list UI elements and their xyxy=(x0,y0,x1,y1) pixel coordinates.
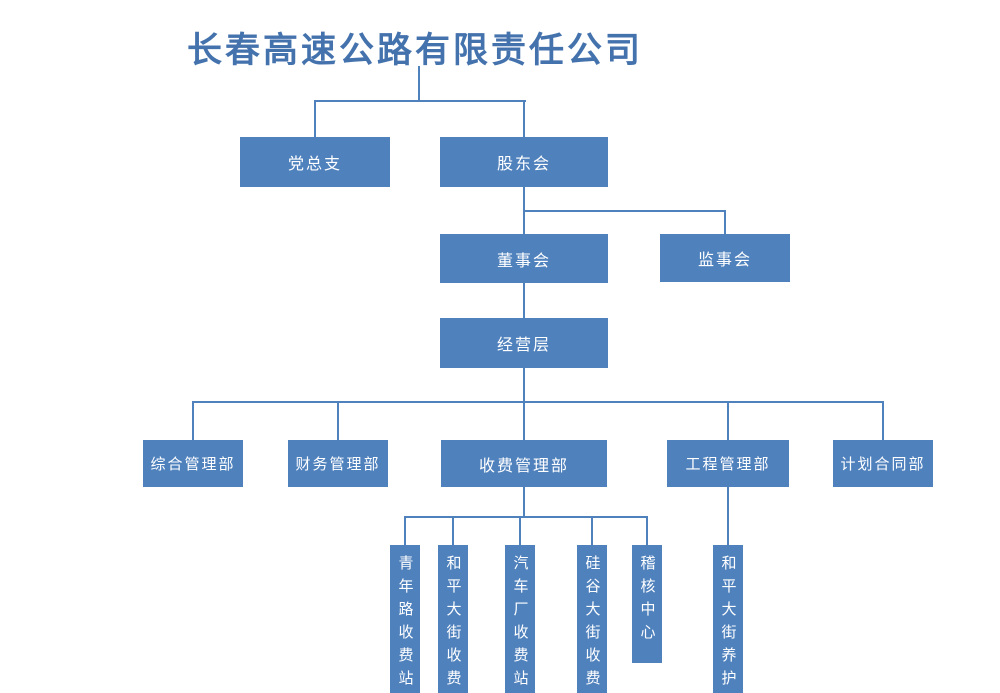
connector-to-guigudajie-station xyxy=(591,516,593,545)
connector-to-qichechang-station xyxy=(519,516,521,545)
chart-title: 长春高速公路有限责任公司 xyxy=(186,31,643,70)
org-node-general-management: 综合管理部 xyxy=(143,440,243,487)
connector-to-general-management xyxy=(192,401,194,440)
connector-to-board-of-supervisors xyxy=(724,210,726,234)
connector-to-party-branch xyxy=(314,100,316,137)
connector-row1-horizontal xyxy=(314,100,526,102)
connector-dept-horizontal xyxy=(192,401,884,403)
connector-to-maintenance-area xyxy=(727,487,729,545)
connector-title-stub xyxy=(418,66,420,101)
org-node-shareholders: 股东会 xyxy=(440,137,608,187)
connector-toll-stub xyxy=(523,487,525,517)
org-node-board-of-supervisors: 监事会 xyxy=(660,234,790,282)
org-node-qichechang-toll-station: 汽车厂收费站 xyxy=(505,545,535,693)
connector-management-stub xyxy=(523,368,525,440)
org-node-label: 稽核中心 xyxy=(638,555,655,647)
org-node-management-level: 经营层 xyxy=(440,318,608,368)
connector-to-hepingdajie-station xyxy=(452,516,454,545)
org-node-engineering-management: 工程管理部 xyxy=(667,440,789,487)
org-node-finance-management: 财务管理部 xyxy=(288,440,388,487)
connector-to-qingnianlu-station xyxy=(404,516,406,545)
connector-row2-horizontal xyxy=(523,210,726,212)
org-node-hepingdajie-toll-station: 和平大街收费站 xyxy=(438,545,468,693)
org-node-board-of-directors: 董事会 xyxy=(440,234,608,283)
org-node-audit-center: 稽核中心 xyxy=(632,545,662,663)
connector-to-management-level xyxy=(523,283,525,318)
org-node-label: 硅谷大街收费站 xyxy=(583,555,600,693)
connector-station-horizontal xyxy=(404,516,648,518)
org-node-label: 和平大街收费站 xyxy=(444,555,461,693)
org-node-label: 青年路收费站 xyxy=(396,555,413,693)
connector-to-planning-contract xyxy=(882,401,884,440)
org-node-hepingdajie-maintenance-area: 和平大街养护工区 xyxy=(713,545,743,693)
org-node-toll-management: 收费管理部 xyxy=(441,440,607,487)
connector-to-engineering-management xyxy=(727,401,729,440)
org-node-label: 和平大街养护工区 xyxy=(719,555,736,693)
org-node-planning-contract: 计划合同部 xyxy=(833,440,933,487)
connector-to-finance-management xyxy=(337,401,339,440)
connector-to-shareholders xyxy=(523,100,525,137)
org-node-party-branch: 党总支 xyxy=(240,137,390,187)
org-node-guigudajie-toll-station: 硅谷大街收费站 xyxy=(577,545,607,693)
org-node-qingnianlu-toll-station: 青年路收费站 xyxy=(390,545,420,693)
connector-to-audit-center xyxy=(646,516,648,545)
org-node-label: 汽车厂收费站 xyxy=(511,555,528,693)
